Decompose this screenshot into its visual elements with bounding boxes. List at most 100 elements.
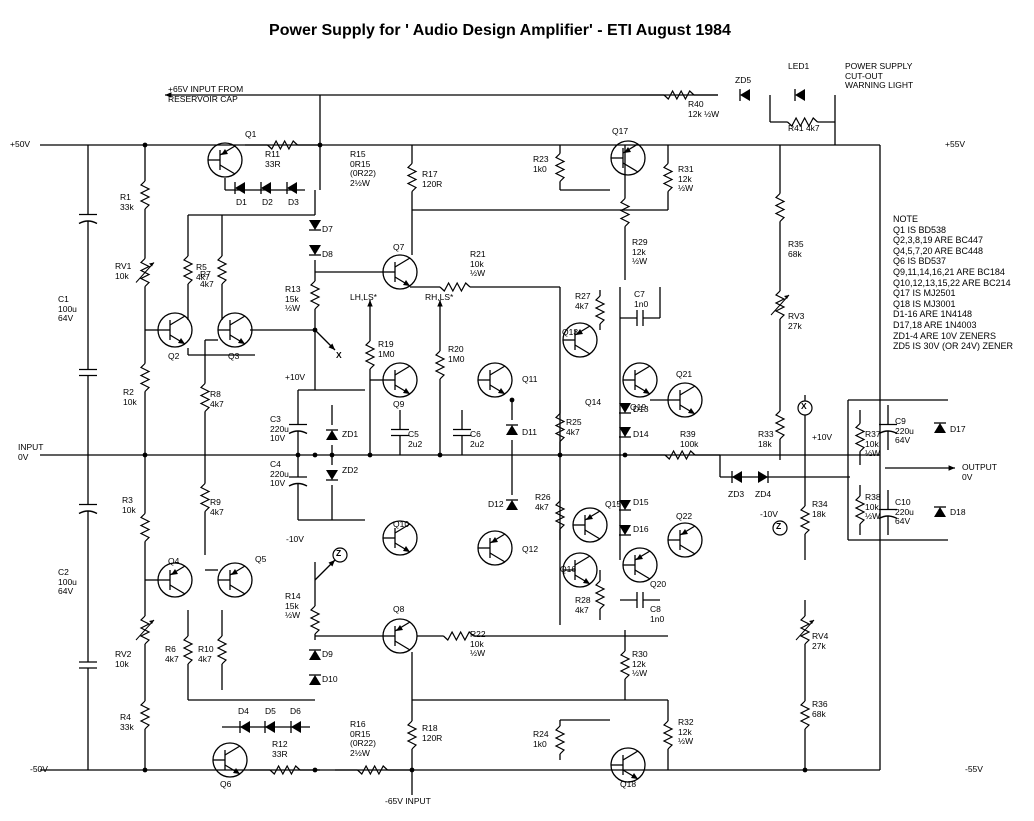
label-r39: R39 100k [680,429,699,449]
capacitor-plate [288,482,308,487]
wire [622,750,639,761]
diode-symbol [619,403,631,413]
label-r19: R19 1M0 [378,339,395,359]
resistor-symbol [854,495,866,525]
label-q1: Q1 [245,129,257,139]
label-d15: D15 [633,497,649,507]
pot-arrow [135,619,155,641]
diode-symbol [309,650,321,660]
label-r28: R28 4k7 [575,595,591,615]
label-q10: Q10 [393,519,410,529]
node-letter-z-2: Z [776,521,782,531]
node-letter-x-1: X [801,401,807,411]
transistor-arrow [576,329,583,335]
label-p10v-a: +10V [285,372,306,382]
resistor-symbol [216,255,228,285]
transistor-arrow [631,773,638,779]
arrow-head [948,465,955,471]
resistor-symbol [406,163,418,192]
label-d12: D12 [488,499,504,509]
diode-symbol [934,507,946,517]
label-d4: D4 [238,706,249,716]
label-r9: R9 4k7 [210,497,224,517]
label-q18: Q18 [620,779,637,789]
resistor-symbol [439,281,471,293]
label-led1: LED1 [788,61,810,71]
junction-dot [295,452,301,458]
resistor-symbol [774,410,786,440]
label-r27: R27 4k7 [575,291,591,311]
label-lhls: LH,LS* [350,292,377,302]
resistor-symbol [554,725,566,755]
label-m10v-a: -10V [286,534,304,544]
pot-arrow [149,262,154,267]
node-letter-x-0: X [336,350,342,360]
junction-dot [409,767,415,773]
label-c9: C9 220u 64V [895,416,914,445]
junction-dot [312,452,318,458]
junction-dot [317,142,323,148]
resistor-symbol [443,630,474,642]
label-r18: R18 120R [422,723,443,743]
wire [394,257,411,268]
wire [394,640,411,651]
diode-symbol [795,89,805,101]
label-r15: R15 0R15 (0R22) 2½W [350,149,376,188]
wire [622,162,639,173]
resistor-symbol [663,89,695,101]
label-q19: Q19 [630,402,647,412]
label-r8: R8 4k7 [210,389,224,409]
label-input: INPUT 0V [18,442,44,462]
label-d14: D14 [633,429,649,439]
label-d6: D6 [290,706,301,716]
label-r20: R20 1M0 [448,344,465,364]
resistor-symbol [554,413,566,442]
transistor-arrow [403,388,410,394]
resistor-symbol [554,153,566,182]
diode-symbol [619,427,631,437]
label-p10v-b: +10V [812,432,833,442]
resistor-symbol [269,764,301,776]
diode-symbol [506,500,518,510]
resistor-symbol [799,505,811,535]
diode-symbol [326,470,338,480]
diode-symbol [740,89,750,101]
label-r11: R11 33R [265,149,281,169]
label-r13: R13 15k ½W [285,284,301,313]
label-q16: Q16 [560,564,577,574]
diode-symbol [619,500,631,510]
resistor-symbol [364,340,376,370]
label-q5: Q5 [255,554,267,564]
diode-symbol [326,430,338,440]
diode-symbol [934,423,946,433]
diode-symbol [287,182,297,194]
label-q17: Q17 [612,126,629,136]
label-m10v-b: -10V [760,509,778,519]
parts-note: NOTE Q1 IS BD538 Q2,3,8,19 ARE BC447 Q4,… [893,214,1014,352]
label-q8: Q8 [393,604,405,614]
capacitor-plate [78,220,98,225]
resistor-symbol [139,700,151,730]
label-led-text: POWER SUPPLY CUT-OUT WARNING LIGHT [845,61,914,90]
label-zd3: ZD3 [728,489,745,499]
label-d7: D7 [322,224,333,234]
label-zd1: ZD1 [342,429,359,439]
transistor-arrow [233,768,240,774]
label-r30: R30 12k ½W [632,649,648,678]
label-c2: C2 100u 64V [58,567,77,596]
label-r10: R10 4k7 [198,644,214,664]
pot-arrow [784,295,789,299]
junction-dot [312,767,318,773]
label-c7: C7 1n0 [634,289,649,309]
label-d1: D1 [236,197,247,207]
label-r21: R21 10k ½W [470,249,486,278]
label-rv2: RV2 10k [115,649,132,669]
pot-arrow [135,262,155,283]
wire [229,315,246,326]
transistor-arrow [583,578,590,584]
label-zd2: ZD2 [342,465,359,475]
label-q20: Q20 [650,579,667,589]
label-q15: Q15 [605,499,622,509]
label-d9: D9 [322,649,333,659]
